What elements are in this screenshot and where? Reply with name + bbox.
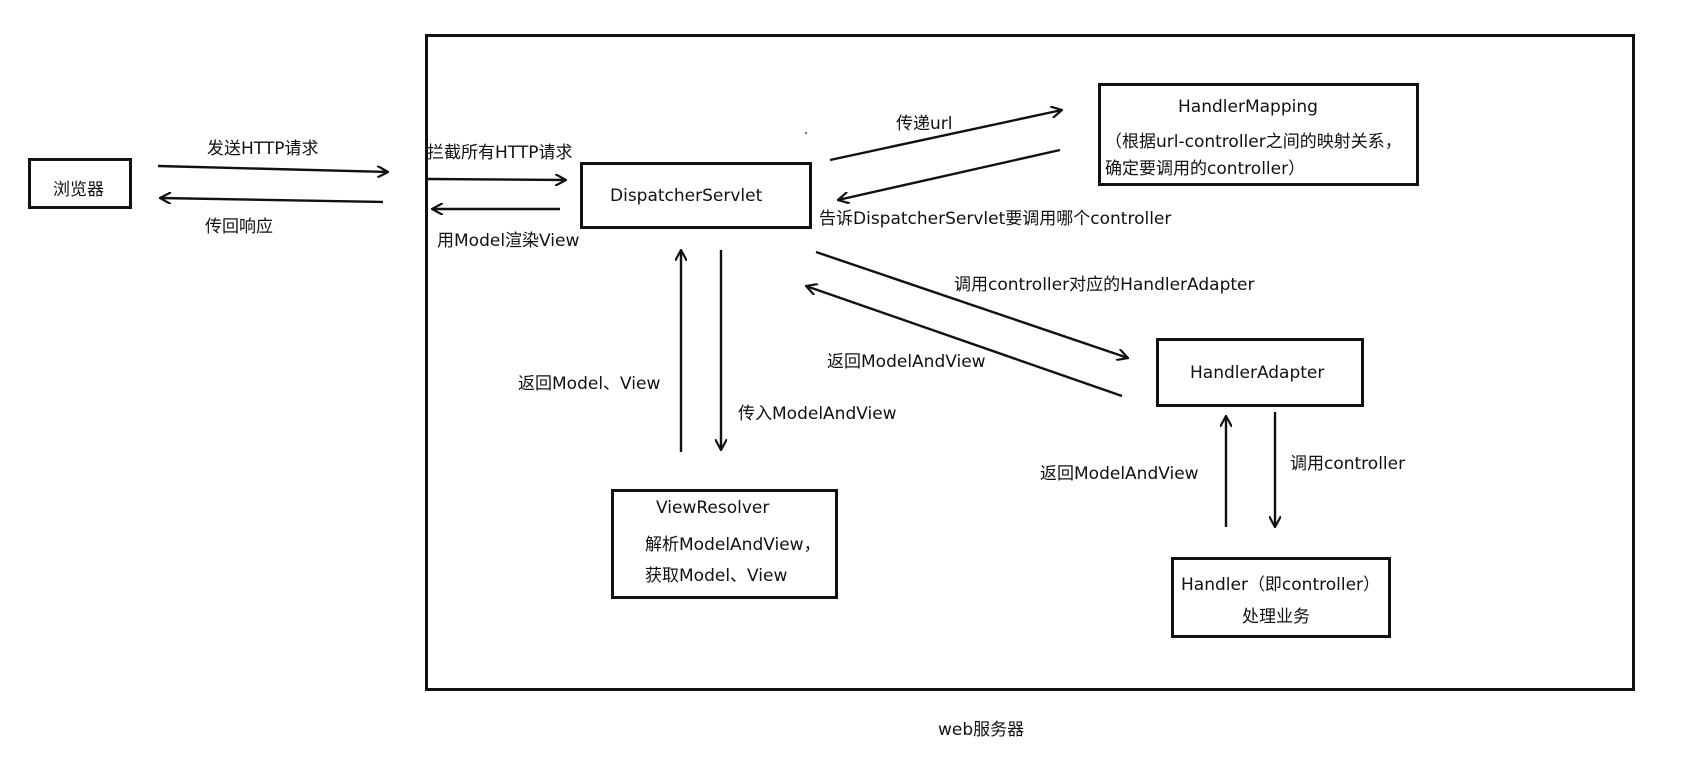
arrow-call-adapter xyxy=(815,250,1128,358)
handler-mapping-desc-1: （根据url-controller之间的映射关系， xyxy=(1105,132,1402,152)
web-server-container xyxy=(425,34,1635,691)
handler-mapping-box: HandlerMapping （根据url-controller之间的映射关系，… xyxy=(1098,83,1419,186)
arrow-return-mav-adapter xyxy=(806,286,1123,398)
handler-title: Handler（即controller） xyxy=(1181,575,1381,595)
label-render-view: 用Model渲染View xyxy=(437,231,580,251)
view-resolver-desc-1: 解析ModelAndView， xyxy=(645,535,821,555)
label-pass-url: 传递url xyxy=(896,114,953,134)
browser-box: 浏览器 xyxy=(28,158,132,209)
web-server-caption: web服务器 xyxy=(938,720,1025,740)
label-call-controller: 调用controller xyxy=(1290,454,1406,474)
handler-mapping-desc-2: 确定要调用的controller） xyxy=(1105,159,1306,179)
handler-desc: 处理业务 xyxy=(1242,607,1310,627)
handler-adapter-box: HandlerAdapter xyxy=(1156,338,1364,407)
view-resolver-desc-2: 获取Model、View xyxy=(645,566,788,586)
view-resolver-title: ViewResolver xyxy=(656,498,770,518)
label-call-adapter: 调用controller对应的HandlerAdapter xyxy=(954,275,1255,295)
label-return-mav-handler: 返回ModelAndView xyxy=(1040,464,1199,484)
arrow-return-response xyxy=(160,198,384,202)
label-return-model-view: 返回Model、View xyxy=(518,374,661,394)
handler-mapping-title: HandlerMapping xyxy=(1178,97,1318,117)
label-return-mav-adapter: 返回ModelAndView xyxy=(827,352,986,372)
arrow-pass-url xyxy=(829,110,1062,162)
arrow-tell-dispatcher xyxy=(838,148,1061,200)
arrow-intercept xyxy=(427,179,566,180)
label-send-http: 发送HTTP请求 xyxy=(207,139,319,159)
label-tell-dispatcher: 告诉DispatcherServlet要调用哪个controller xyxy=(819,209,1172,229)
dispatcher-servlet-box: DispatcherServlet xyxy=(580,162,812,229)
browser-label: 浏览器 xyxy=(53,180,104,200)
label-pass-mav: 传入ModelAndView xyxy=(738,404,897,424)
handler-box: Handler（即controller） 处理业务 xyxy=(1171,557,1391,638)
dispatcher-servlet-label: DispatcherServlet xyxy=(610,186,763,206)
stray-dot xyxy=(805,132,807,134)
handler-adapter-label: HandlerAdapter xyxy=(1190,363,1325,383)
label-intercept-http: 拦截所有HTTP请求 xyxy=(427,143,573,163)
arrow-send-http xyxy=(157,164,388,172)
view-resolver-box: ViewResolver 解析ModelAndView， 获取Model、Vie… xyxy=(611,489,838,599)
label-return-response: 传回响应 xyxy=(205,217,273,237)
